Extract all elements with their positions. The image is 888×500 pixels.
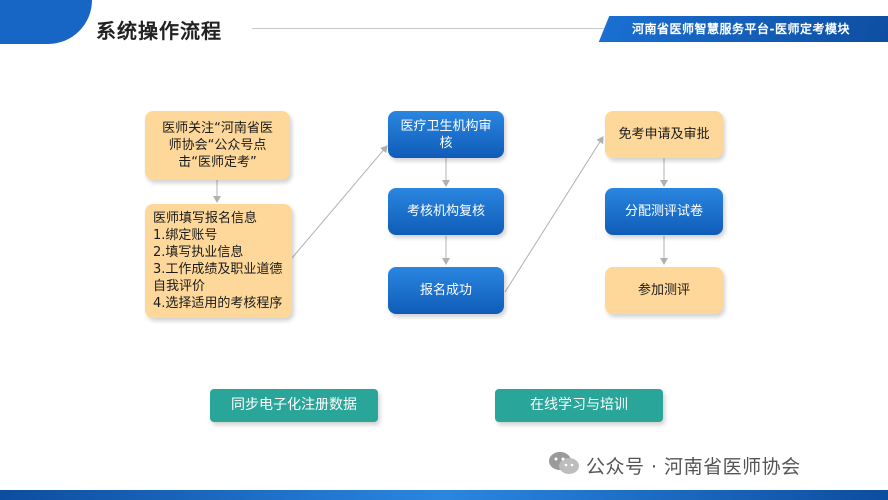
sync-registration-data-button[interactable]: 同步电子化注册数据 bbox=[210, 389, 378, 422]
wechat-icon bbox=[549, 452, 579, 474]
footer-watermark: 公众号 · 河南省医师协会 bbox=[586, 456, 801, 478]
arrow-col2-to-col3 bbox=[504, 136, 604, 293]
step-assessment-recheck-text: 考核机构复核 bbox=[406, 204, 485, 219]
registration-line: 4.选择适用的考核程序 bbox=[153, 296, 283, 311]
step-follow-account-text: 医师关注“河南省医师协会“公众号点击“医师定考” bbox=[162, 121, 273, 170]
online-learning-label: 在线学习与培训 bbox=[530, 397, 628, 413]
step-assessment-recheck: 考核机构复核 bbox=[388, 188, 504, 235]
arrow-col1-to-col2 bbox=[291, 145, 388, 259]
registration-lines: 医师填写报名信息 1.绑定账号 2.填写执业信息 3.工作成绩及职业道德 自我评… bbox=[153, 210, 282, 312]
title-divider bbox=[252, 28, 604, 29]
step-institution-review: 医疗卫生机构审核 bbox=[388, 111, 504, 158]
step-institution-review-text: 医疗卫生机构审核 bbox=[400, 118, 492, 151]
step-fill-registration: 医师填写报名信息 1.绑定账号 2.填写执业信息 3.工作成绩及职业道德 自我评… bbox=[145, 204, 292, 318]
header-corner-tab bbox=[0, 0, 92, 44]
step-assign-papers: 分配测评试卷 bbox=[605, 188, 723, 235]
registration-line: 3.工作成绩及职业道德 bbox=[153, 262, 283, 277]
registration-line: 1.绑定账号 bbox=[153, 228, 218, 243]
step-follow-account: 医师关注“河南省医师协会“公众号点击“医师定考” bbox=[145, 111, 290, 180]
sync-registration-data-label: 同步电子化注册数据 bbox=[231, 397, 357, 413]
header-banner-text: 河南省医师智慧服务平台-医师定考模块 bbox=[632, 22, 850, 36]
page-title: 系统操作流程 bbox=[96, 19, 222, 43]
bottom-bar bbox=[0, 490, 888, 500]
step-assign-papers-text: 分配测评试卷 bbox=[624, 204, 703, 219]
step-exemption-approval-text: 免考申请及审批 bbox=[618, 127, 710, 142]
step-registration-success-text: 报名成功 bbox=[419, 283, 472, 298]
registration-line: 2.填写执业信息 bbox=[153, 245, 244, 260]
online-learning-button[interactable]: 在线学习与培训 bbox=[495, 389, 663, 422]
step-exemption-approval: 免考申请及审批 bbox=[605, 111, 723, 158]
registration-line: 自我评价 bbox=[153, 279, 206, 294]
step-registration-success: 报名成功 bbox=[388, 267, 504, 314]
registration-line: 医师填写报名信息 bbox=[153, 211, 258, 226]
step-take-assessment: 参加测评 bbox=[605, 267, 723, 314]
step-take-assessment-text: 参加测评 bbox=[637, 283, 690, 298]
